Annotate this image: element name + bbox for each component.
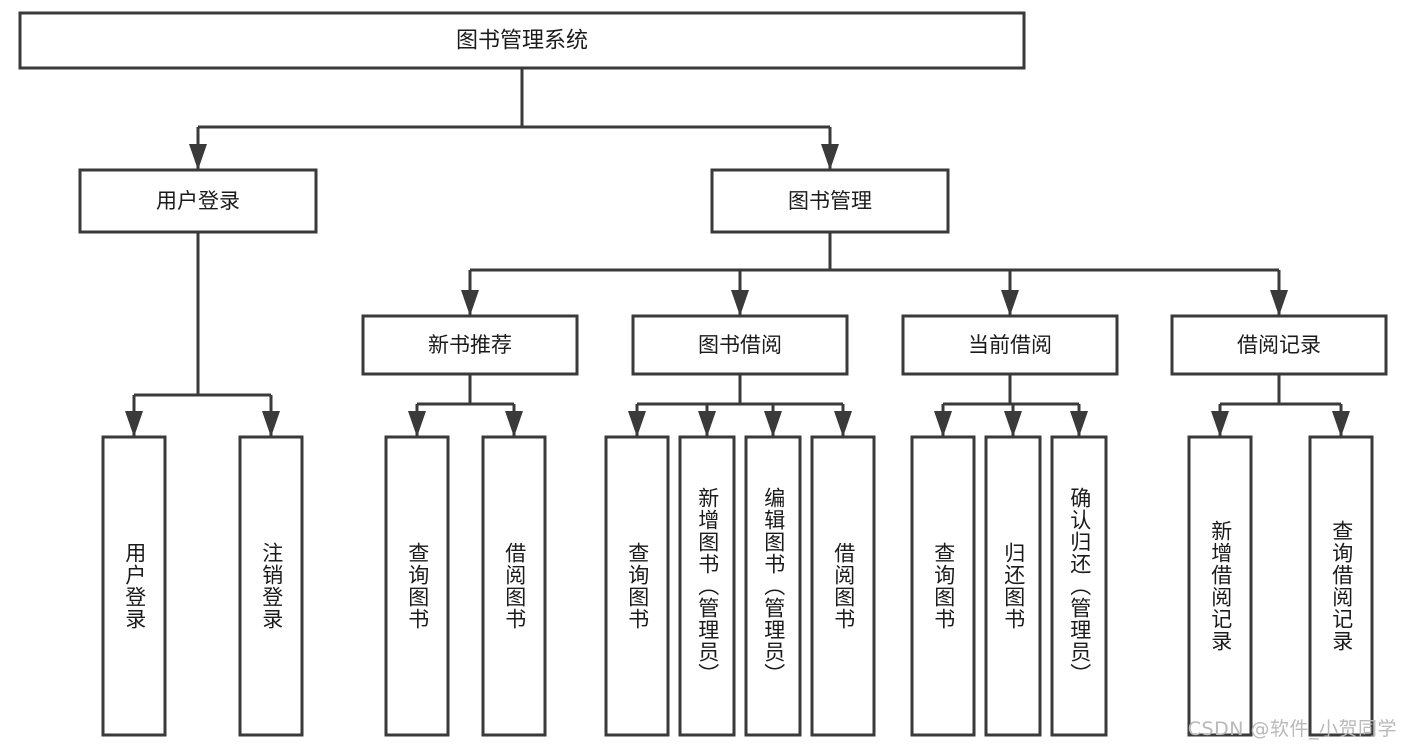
node-box-current-borrow[interactable] xyxy=(901,314,1119,376)
node-new-book-recommend[interactable]: 新书推荐 xyxy=(361,314,579,376)
node-book-management[interactable]: 图书管理 xyxy=(710,168,950,234)
arrow-head-icon-new-book-recommend xyxy=(461,290,479,316)
arrow-head-icon-leaf-query-book-rec xyxy=(408,411,426,437)
node-box-user-login[interactable] xyxy=(78,168,318,234)
node-leaf-logout[interactable] xyxy=(238,435,304,737)
node-box-leaf-add-borrow-record[interactable] xyxy=(1187,435,1253,737)
arrow-head-icon-leaf-borrow-book xyxy=(834,411,852,437)
arrow-head-icon-leaf-add-borrow-record xyxy=(1211,411,1229,437)
node-box-leaf-borrow-book[interactable] xyxy=(810,435,876,737)
node-borrow-records[interactable]: 借阅记录 xyxy=(1170,314,1388,376)
node-label-current-borrow: 当前借阅 xyxy=(968,333,1052,357)
node-box-leaf-return-book[interactable] xyxy=(984,435,1042,737)
arrow-head-icon-user-login xyxy=(189,144,207,170)
arrow-head-icon-book-management xyxy=(821,144,839,170)
node-label-book-management: 图书管理 xyxy=(788,189,872,213)
arrow-head-icon-borrow-records xyxy=(1270,290,1288,316)
node-box-leaf-query-book-borrow[interactable] xyxy=(604,435,670,737)
arrow-head-icon-leaf-borrow-book-rec xyxy=(505,411,523,437)
arrow-head-icon-leaf-add-book-admin xyxy=(698,411,716,437)
node-leaf-query-book-rec[interactable] xyxy=(384,435,450,737)
node-leaf-borrow-book-rec[interactable] xyxy=(481,435,547,737)
node-box-leaf-confirm-return-admin[interactable] xyxy=(1050,435,1108,737)
node-box-new-book-recommend[interactable] xyxy=(361,314,579,376)
node-leaf-borrow-book[interactable] xyxy=(810,435,876,737)
node-box-leaf-add-book-admin[interactable] xyxy=(678,435,736,737)
node-label-root: 图书管理系统 xyxy=(456,29,588,54)
node-leaf-query-borrow-record[interactable] xyxy=(1308,435,1374,737)
arrow-head-icon-leaf-edit-book-admin xyxy=(764,411,782,437)
node-box-leaf-borrow-book-rec[interactable] xyxy=(481,435,547,737)
node-book-borrow[interactable]: 图书借阅 xyxy=(631,314,849,376)
node-box-leaf-user-login[interactable] xyxy=(101,435,167,737)
node-leaf-query-book-current[interactable] xyxy=(910,435,976,737)
arrow-head-icon-leaf-logout xyxy=(262,411,280,437)
arrow-head-icon-leaf-query-book-current xyxy=(934,411,952,437)
arrow-head-icon-book-borrow xyxy=(731,290,749,316)
node-leaf-confirm-return-admin[interactable] xyxy=(1050,435,1108,737)
node-label-new-book-recommend: 新书推荐 xyxy=(428,333,512,357)
node-box-book-management[interactable] xyxy=(710,168,950,234)
node-box-leaf-logout[interactable] xyxy=(238,435,304,737)
node-user-login[interactable]: 用户登录 xyxy=(78,168,318,234)
node-box-book-borrow[interactable] xyxy=(631,314,849,376)
node-leaf-query-book-borrow[interactable] xyxy=(604,435,670,737)
node-box-borrow-records[interactable] xyxy=(1170,314,1388,376)
arrow-head-icon-leaf-user-login xyxy=(125,411,143,437)
node-leaf-user-login[interactable] xyxy=(101,435,167,737)
node-box-leaf-edit-book-admin[interactable] xyxy=(744,435,802,737)
node-leaf-return-book[interactable] xyxy=(984,435,1042,737)
node-root[interactable]: 图书管理系统 xyxy=(18,11,1026,70)
node-box-root[interactable] xyxy=(18,11,1026,70)
arrow-head-icon-current-borrow xyxy=(1001,290,1019,316)
arrow-head-icon-leaf-query-borrow-record xyxy=(1332,411,1350,437)
node-current-borrow[interactable]: 当前借阅 xyxy=(901,314,1119,376)
connector-lines xyxy=(125,68,1350,437)
node-leaf-add-borrow-record[interactable] xyxy=(1187,435,1253,737)
node-leaf-edit-book-admin[interactable] xyxy=(744,435,802,737)
node-leaf-add-book-admin[interactable] xyxy=(678,435,736,737)
node-box-leaf-query-book-current[interactable] xyxy=(910,435,976,737)
arrow-head-icon-leaf-query-book-borrow xyxy=(628,411,646,437)
arrow-head-icon-leaf-confirm-return-admin xyxy=(1070,411,1088,437)
node-label-user-login: 用户登录 xyxy=(156,189,240,213)
node-label-borrow-records: 借阅记录 xyxy=(1237,333,1321,357)
arrow-head-icon-leaf-return-book xyxy=(1004,411,1022,437)
node-label-book-borrow: 图书借阅 xyxy=(698,333,782,357)
node-box-leaf-query-borrow-record[interactable] xyxy=(1308,435,1374,737)
node-box-leaf-query-book-rec[interactable] xyxy=(384,435,450,737)
